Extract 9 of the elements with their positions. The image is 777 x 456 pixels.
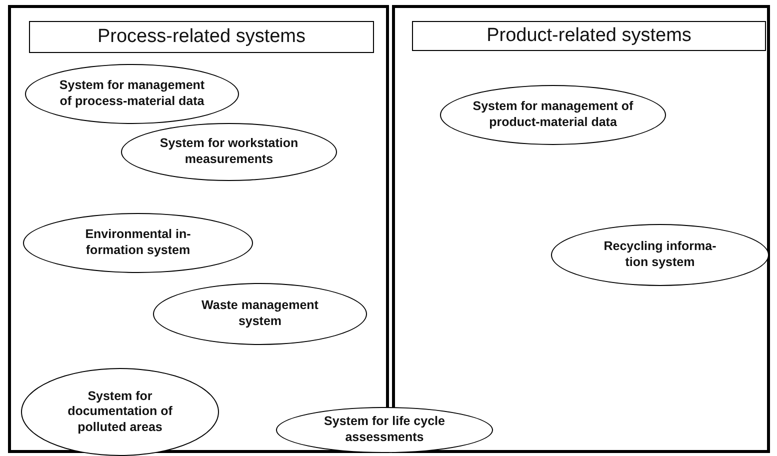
panel-heading-box: Process-related systems	[29, 21, 374, 53]
system-ellipse: System for management of process-material data	[25, 64, 239, 124]
system-ellipse: Recycling informa- tion system	[551, 224, 769, 286]
system-ellipse: Waste management system	[153, 283, 367, 345]
system-ellipse: System for documentation of polluted areas	[21, 368, 219, 456]
system-ellipse: Environmental in- formation system	[23, 213, 253, 273]
panel-heading-box: Product-related systems	[412, 21, 766, 51]
system-ellipse: System for workstation measurements	[121, 123, 337, 181]
system-ellipse: System for management of product-material data	[440, 85, 666, 145]
